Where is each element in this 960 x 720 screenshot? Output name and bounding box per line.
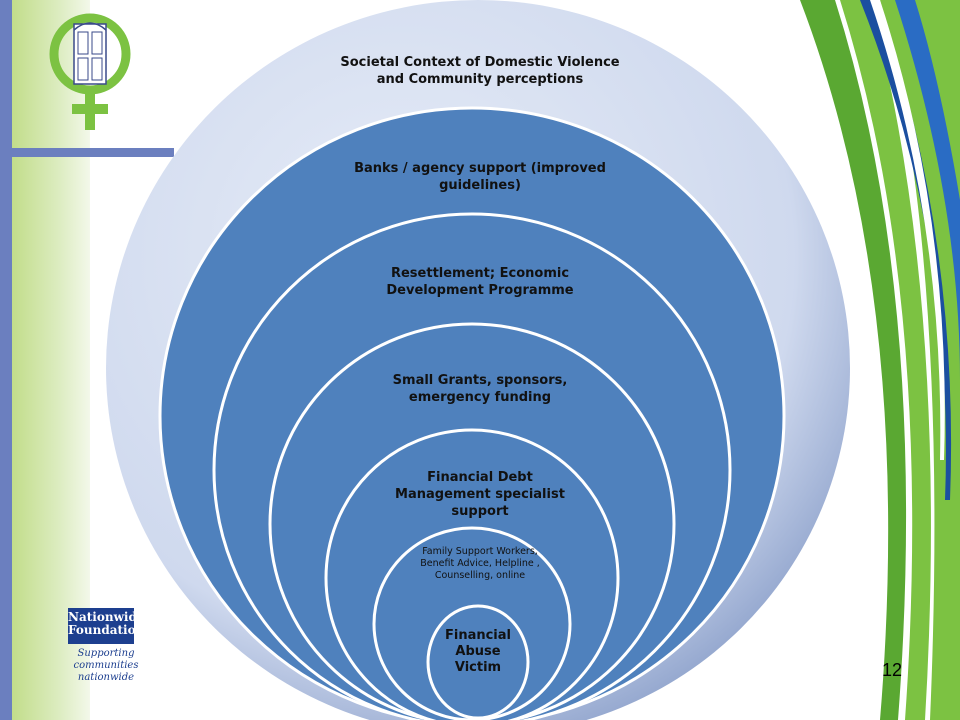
ring-core [426,604,530,720]
nationwide-foundation-logo: Nationwide Foundation Supporting communi… [52,606,160,683]
left-accent-strip [0,0,12,720]
ring-label-small-grants: Small Grants, sponsors, emergency fundin… [392,373,568,405]
ring-label-financial-abuse-victim: Financial Abuse Victim [444,628,511,675]
ring-label-debt-management: Financial Debt Management specialist sup… [395,470,565,519]
ring-label-banks-agency: Banks / agency support (improved guideli… [354,161,606,193]
ring-label-societal-context: Societal Context of Domestic Violence an… [340,55,620,87]
organisation-logo-icon [49,13,131,130]
page-number: 12 [881,660,903,680]
left-decorative-band [12,0,90,720]
header-accent-bar [12,148,174,157]
partner-logo-name: Nationwide Foundation [68,608,145,644]
ring-label-family-support: Family Support Workers, Benefit Advice, … [420,546,540,581]
ring-label-resettlement: Resettlement; Economic Development Progr… [386,266,574,298]
partner-logo-tagline: Supporting communities nationwide [73,648,139,683]
